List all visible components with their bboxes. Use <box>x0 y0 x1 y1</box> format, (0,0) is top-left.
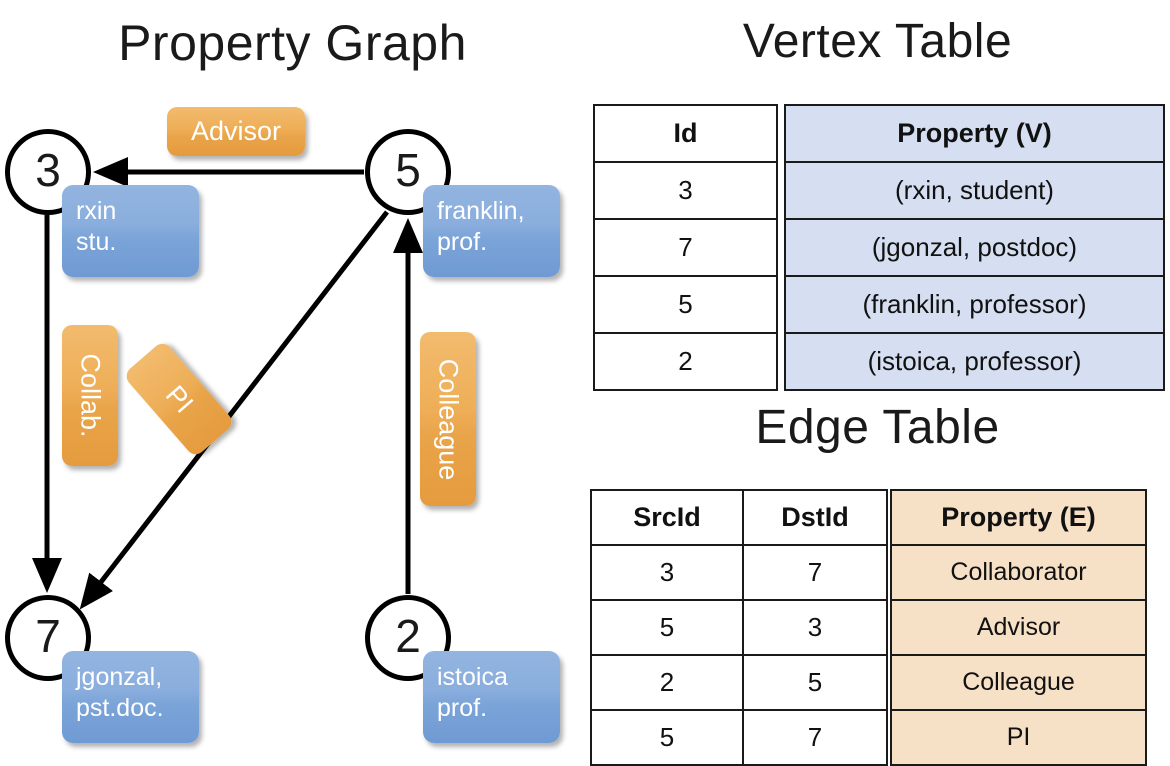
edge-table-cell-dstid: 7 <box>742 709 888 766</box>
vertex-property-box-3-line1: rxin <box>76 197 117 225</box>
edge-label-pi-text: PI <box>159 379 200 419</box>
edge-table-header-dstid: DstId <box>742 489 888 546</box>
edge-table-cell-property: Advisor <box>890 599 1147 656</box>
edge-label-collab-text: Collab. <box>75 353 106 438</box>
vertex-table-id-column: Id 3 7 5 2 <box>593 104 778 391</box>
edge-table-cell-srcid: 5 <box>590 599 744 656</box>
vertex-property-box-2-line2: prof. <box>437 693 488 722</box>
table-row: (jgonzal, postdoc) <box>784 218 1165 277</box>
vertex-property-box-7-line2: pst.doc. <box>76 693 164 722</box>
table-row: Advisor <box>890 599 1147 656</box>
edge-table-cell-srcid: 5 <box>590 709 744 766</box>
vertex-table-cell-property: (rxin, student) <box>784 161 1165 220</box>
vertex-table-cell-id: 5 <box>593 275 778 334</box>
table-row: PI <box>890 709 1147 766</box>
edge-label-pi: PI <box>122 339 236 459</box>
vertex-property-box-2-line1: istoica <box>437 663 508 691</box>
vertex-property-box-7-line1: jgonzal, <box>76 663 163 691</box>
table-row: 5 3 <box>590 599 888 656</box>
table-header-row: Id <box>593 104 778 163</box>
edge-table-cell-property: Colleague <box>890 654 1147 711</box>
vertex-table-cell-id: 2 <box>593 332 778 391</box>
vertex-table-cell-property: (jgonzal, postdoc) <box>784 218 1165 277</box>
table-row: 5 <box>593 275 778 334</box>
table-row: 2 5 <box>590 654 888 711</box>
vertex-node-3[interactable]: 3 <box>5 129 91 215</box>
vertex-node-7-label: 7 <box>35 610 61 662</box>
table-row: 2 <box>593 332 778 391</box>
vertex-node-5[interactable]: 5 <box>365 129 451 215</box>
table-row: Colleague <box>890 654 1147 711</box>
vertex-property-box-5-line1: franklin, <box>437 197 525 225</box>
vertex-table-property-column: Property (V) (rxin, student) (jgonzal, p… <box>784 104 1165 391</box>
edge-label-collab: Collab. <box>62 325 118 466</box>
vertex-table-header-id: Id <box>593 104 778 163</box>
edge-table-cell-property: Collaborator <box>890 544 1147 601</box>
table-row: (istoica, professor) <box>784 332 1165 391</box>
edge-table-cell-dstid: 5 <box>742 654 888 711</box>
table-row: 3 <box>593 161 778 220</box>
vertex-property-box-5-line2: prof. <box>437 227 488 256</box>
edge-table-cell-dstid: 7 <box>742 544 888 601</box>
edge-table-header-srcid: SrcId <box>590 489 744 546</box>
edge-table-cell-property: PI <box>890 709 1147 766</box>
edge-table-property-column: Property (E) Collaborator Advisor Collea… <box>890 489 1147 766</box>
page-title-vertex-table: Vertex Table <box>742 15 1013 68</box>
table-row: 7 <box>593 218 778 277</box>
edge-label-advisor: Advisor <box>167 107 305 156</box>
vertex-table-cell-property: (franklin, professor) <box>784 275 1165 334</box>
vertex-property-box-3-line2: stu. <box>76 227 117 256</box>
page-title-edge-table: Edge Table <box>755 401 1000 454</box>
vertex-node-3-label: 3 <box>35 144 61 196</box>
table-row: (franklin, professor) <box>784 275 1165 334</box>
table-header-row: Property (E) <box>890 489 1147 546</box>
edge-label-colleague: Colleague <box>420 332 476 506</box>
page-title-property-graph: Property Graph <box>118 15 467 71</box>
vertex-table-cell-id: 7 <box>593 218 778 277</box>
table-header-row: SrcId DstId <box>590 489 888 546</box>
edge-label-colleague-text: Colleague <box>433 358 464 480</box>
edge-table-cell-srcid: 2 <box>590 654 744 711</box>
vertex-property-box-5: franklin, prof. <box>423 185 560 277</box>
vertex-table-cell-property: (istoica, professor) <box>784 332 1165 391</box>
vertex-property-box-3: rxin stu. <box>62 185 199 277</box>
table-row: (rxin, student) <box>784 161 1165 220</box>
edge-table-id-columns: SrcId DstId 3 7 5 3 2 5 5 7 <box>590 489 888 766</box>
vertex-property-box-7: jgonzal, pst.doc. <box>62 651 199 743</box>
edge-table-cell-srcid: 3 <box>590 544 744 601</box>
vertex-table-cell-id: 3 <box>593 161 778 220</box>
table-row: Collaborator <box>890 544 1147 601</box>
table-header-row: Property (V) <box>784 104 1165 163</box>
table-row: 5 7 <box>590 709 888 766</box>
edge-table-header-property: Property (E) <box>890 489 1147 546</box>
vertex-property-box-2: istoica prof. <box>423 651 560 743</box>
table-row: 3 7 <box>590 544 888 601</box>
edge-table-cell-dstid: 3 <box>742 599 888 656</box>
edge-label-advisor-text: Advisor <box>190 116 282 146</box>
vertex-node-5-label: 5 <box>395 144 421 196</box>
vertex-table-header-property: Property (V) <box>784 104 1165 163</box>
vertex-node-2-label: 2 <box>395 610 421 662</box>
